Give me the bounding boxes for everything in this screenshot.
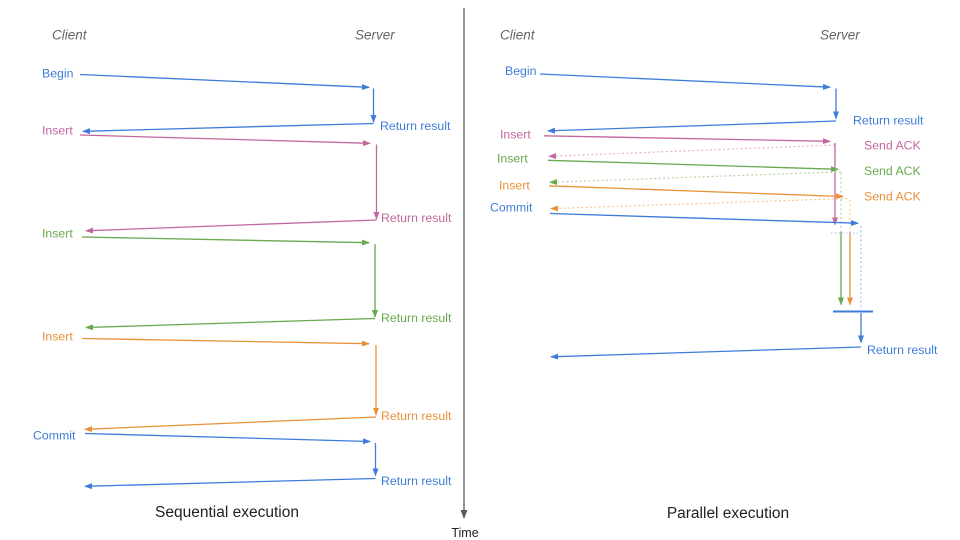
par-op-insert3: Insert Send ACK (499, 179, 922, 306)
seq-commit-request-arrow (84, 432, 371, 445)
seq-commit-result-label: Return result (381, 474, 452, 488)
par-insert2-label: Insert (497, 152, 528, 166)
par-insert3-ack-label: Send ACK (864, 190, 922, 204)
seq-op-insert3: Insert Return result (42, 330, 452, 433)
seq-begin-label: Begin (42, 67, 74, 81)
sequential-title: Sequential execution (155, 504, 299, 521)
parallel-diagram: Client Server Begin Return result Insert… (490, 28, 938, 523)
par-insert1-label: Insert (500, 128, 531, 142)
par-begin-request-arrow (539, 73, 831, 90)
par-op-insert2: Insert Send ACK (497, 152, 922, 306)
seq-server-header: Server (355, 28, 395, 43)
par-begin-label: Begin (505, 64, 537, 78)
par-insert3-ack-arrow (550, 197, 848, 212)
seq-insert1-label: Insert (42, 124, 73, 138)
par-commit-label: Commit (490, 201, 533, 215)
par-insert2-ack-arrow (549, 171, 842, 186)
par-begin-response-arrow (547, 120, 837, 134)
time-axis-label: Time (451, 526, 478, 540)
par-op-commit: Commit Return result (490, 201, 938, 360)
parallel-title: Parallel execution (667, 505, 789, 522)
par-insert3-label: Insert (499, 179, 530, 193)
seq-insert1-request-arrow (79, 134, 371, 147)
sequential-diagram: Client Server Begin Return result Insert… (33, 28, 452, 522)
seq-insert2-result-label: Return result (381, 311, 452, 325)
par-insert1-ack-label: Send ACK (864, 139, 922, 153)
seq-op-insert1: Insert Return result (42, 124, 452, 234)
seq-insert2-response-arrow (85, 317, 376, 331)
seq-insert3-request-arrow (81, 337, 370, 347)
par-begin-result-label: Return result (853, 114, 924, 128)
par-commit-request-arrow (549, 212, 859, 226)
seq-commit-response-arrow (84, 477, 376, 490)
seq-op-begin: Begin Return result (42, 67, 451, 135)
par-final-response-arrow (550, 346, 862, 360)
seq-op-commit: Commit Return result (33, 429, 452, 490)
par-insert3-request-arrow (548, 185, 844, 200)
seq-begin-response-arrow (82, 122, 374, 135)
par-op-begin: Begin Return result (505, 64, 924, 134)
seq-insert3-label: Insert (42, 330, 73, 344)
seq-insert2-request-arrow (81, 236, 370, 246)
par-op-insert1: Insert Send ACK (500, 128, 922, 226)
time-axis: Time (451, 8, 479, 540)
seq-insert1-result-label: Return result (381, 211, 452, 225)
par-insert1-request-arrow (543, 135, 831, 145)
par-insert2-ack-label: Send ACK (864, 164, 922, 178)
par-client-header: Client (500, 28, 536, 43)
seq-insert2-label: Insert (42, 227, 73, 241)
par-server-header: Server (820, 28, 860, 43)
seq-client-header: Client (52, 28, 88, 43)
par-insert1-ack-arrow (548, 144, 836, 160)
seq-op-insert2: Insert Return result (42, 227, 452, 331)
seq-begin-result-label: Return result (380, 119, 451, 133)
par-insert2-request-arrow (547, 159, 839, 173)
seq-insert3-response-arrow (84, 416, 377, 433)
seq-insert3-result-label: Return result (381, 409, 452, 423)
seq-insert1-response-arrow (85, 219, 377, 234)
seq-begin-request-arrow (79, 73, 370, 90)
par-final-result-label: Return result (867, 343, 938, 357)
seq-commit-label: Commit (33, 429, 76, 443)
